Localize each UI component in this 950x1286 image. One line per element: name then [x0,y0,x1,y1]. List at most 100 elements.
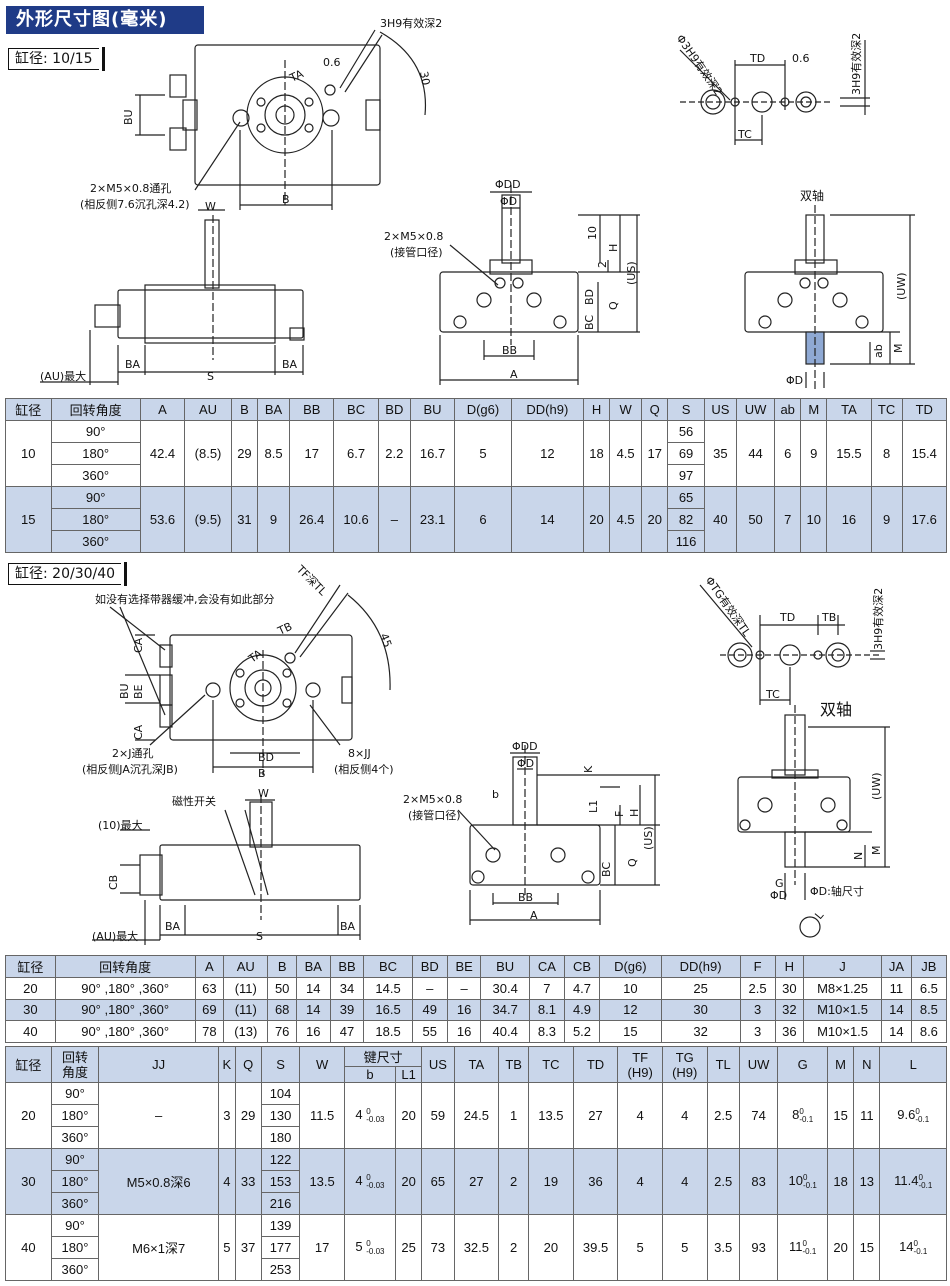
table-cell: 17 [641,420,669,487]
table-cell: 14 [295,998,331,1022]
drawing-stroke [204,219,220,289]
table-cell: 3 [739,998,776,1022]
drawing-stroke [309,704,341,746]
table-header-cell: CB [563,955,601,978]
drawing-stroke [476,292,492,308]
table-cell: 56 [667,420,705,443]
table-header-cell: 回转角度 [50,398,141,421]
label-tc-b: TC [765,688,780,701]
table-cell: 4.5 [609,486,643,553]
table-cell: – [446,977,482,1000]
table-cell: M10×1.5 [803,998,883,1022]
drawing-stroke [144,284,276,344]
table-header-cell: M [800,398,828,421]
table-header-cell: BC [333,398,379,421]
label-tb-b: TB [821,611,836,624]
drawing-stroke [550,847,566,863]
label-m: M [892,344,905,354]
table-cell: 78 [194,1020,225,1043]
table-header-cell: TC [870,398,903,421]
table-cell: 30 [660,998,741,1022]
table-cell: 37 [234,1214,262,1281]
table-cell: 12 [510,420,584,487]
label-port-size-b: (接管口径) [408,808,461,822]
table-cell: 90° [50,1148,100,1171]
table-cell: 47 [329,1020,365,1043]
table-cell: 90° ,180° ,360° [54,977,196,1000]
table-header-cell: TD [901,398,948,421]
table-header-cell: TF (H9) [617,1046,663,1083]
table-header-cell: UW [738,1046,779,1083]
table-cell: 16 [295,1020,331,1043]
table-cell: 8.6 [910,1020,948,1043]
table-cell: 32.5 [453,1214,500,1281]
table-cell: 17 [299,1214,345,1281]
table-cell: 16.7 [409,420,456,487]
table-header-cell: BD [377,398,411,421]
table-header-cell: ab [774,398,802,421]
table-cell: 8 [870,420,903,487]
table-cell: 9 [870,486,903,553]
table-cell: 4 [661,1082,708,1149]
table-cell: 42.4 [139,420,186,487]
table-header-cell: W [299,1046,345,1083]
table-cell: 74 [738,1082,779,1149]
drawing-stroke [341,676,353,704]
table-cell: 90° [50,486,141,509]
drawing-stroke [139,854,163,896]
table-cell: 90° ,180° ,360° [54,1020,196,1043]
drawing-stroke [256,123,266,133]
label-bd-b: BD [258,751,274,764]
label-h-b: H [628,809,641,817]
table-cell: 18.5 [363,1020,413,1043]
label-ba-b-right: BA [340,920,356,933]
table-cell: 216 [260,1192,301,1215]
table-cell: 14 [881,1020,912,1043]
label-j-hole-note: (相反侧JA沉孔深JB) [82,763,178,776]
drawing-stroke [235,698,245,708]
table-cell: 29 [234,1082,262,1149]
label-ba-left: BA [125,358,141,371]
label-phid-c: ΦD [770,889,787,902]
table-cell: 40 [5,1214,52,1281]
table-cell: 30 [774,977,805,1000]
table-cell: 16 [826,486,872,553]
table-header-cell: TG (H9) [661,1046,708,1083]
table-header-cell: TA [453,1046,500,1083]
table-cell: 34 [329,977,365,1000]
label-30deg: 30 [417,70,432,86]
drawing-stroke [512,277,524,289]
table-cell: (11) [223,977,269,1000]
tolerance: 0-0.03 [366,1238,385,1256]
tolerance: 0-0.03 [366,1106,385,1124]
table-cell: 122 [260,1148,301,1171]
label-ba-right: BA [282,358,298,371]
table-cell: 10 [599,977,662,1000]
drawing-stroke [294,584,341,654]
table-cell: 97 [667,464,705,487]
drawing-stroke [758,315,772,329]
table-cell: 34.7 [480,998,530,1022]
table-cell: 13.5 [299,1148,345,1215]
table-cell: 11.5 [299,1082,345,1149]
table-header-cell: L [879,1046,947,1083]
drawing-stroke [232,109,250,127]
table-cell: 15 [5,486,52,553]
table-cell: 8.5 [256,420,291,487]
label-ab: ab [872,344,885,358]
table-cell: 110-0.1 [777,1214,828,1281]
table-header-cell: W [609,398,643,421]
table-cell: 253 [260,1258,301,1281]
label-td: TD [749,52,765,65]
drawing-stroke [365,99,381,131]
table-cell: 5 [617,1214,663,1281]
table-cell: 68 [267,998,297,1022]
table-cell: 90° [50,1214,100,1237]
label-45deg: 45 [377,632,394,650]
table-header-cell: BD [411,955,448,978]
label-dual-shaft-b: 双轴 [820,700,852,719]
table-cell: 93 [738,1214,779,1281]
table-cell: 82 [667,508,705,531]
